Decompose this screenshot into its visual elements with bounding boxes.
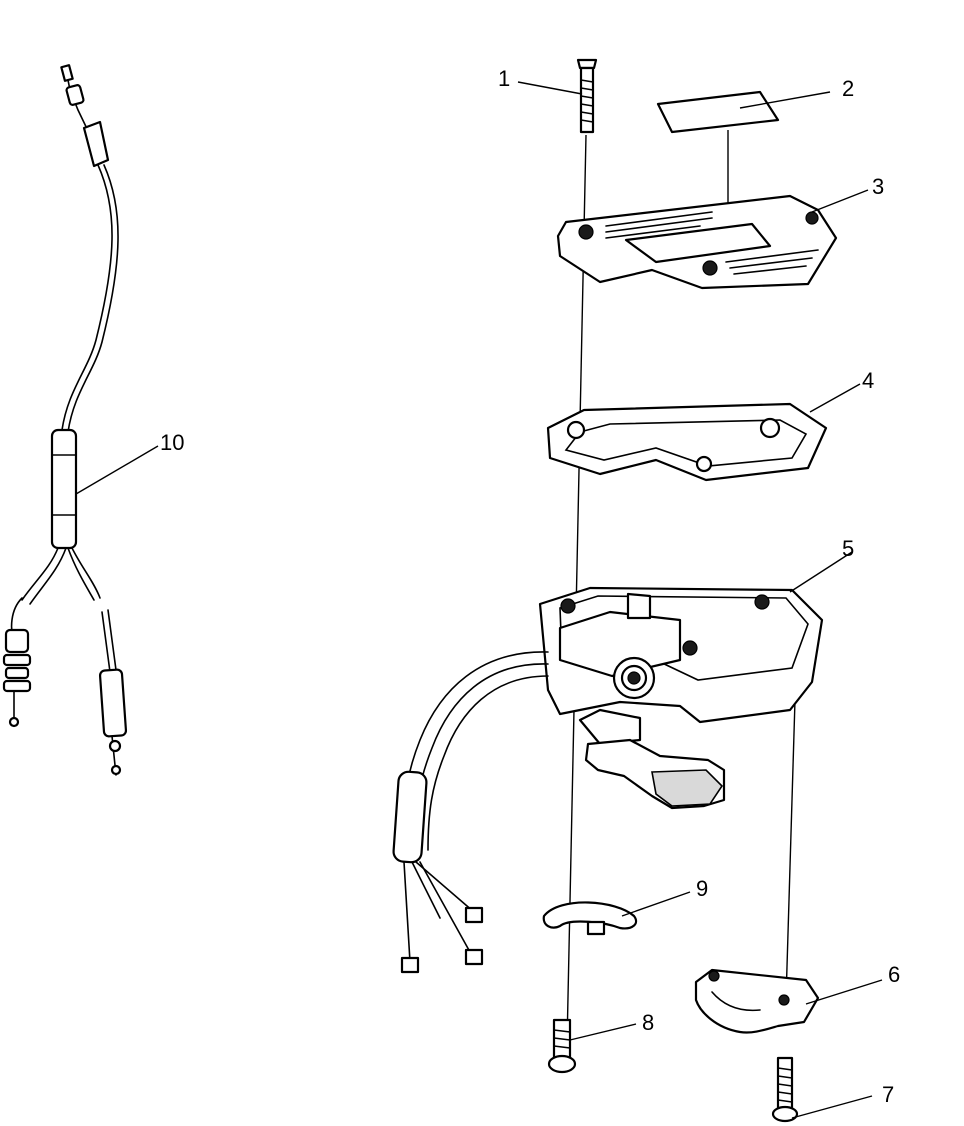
callout-3: 3 — [872, 174, 884, 199]
callout-6: 6 — [888, 962, 900, 987]
alignment-lines — [566, 130, 796, 1046]
part-4-gasket — [546, 402, 828, 482]
part-10-cable-assembly — [2, 64, 128, 776]
part-7-screw — [771, 1056, 799, 1123]
part-2-decal — [656, 90, 780, 134]
part-9-clip — [542, 901, 638, 936]
part-5-throttle-housing — [392, 586, 824, 974]
callout-4: 4 — [862, 368, 874, 393]
part-1-screw — [576, 58, 598, 134]
callouts: 1 2 3 4 5 6 7 8 9 10 — [160, 66, 900, 1107]
callout-5: 5 — [842, 536, 854, 561]
callout-1: 1 — [498, 66, 510, 91]
part-3-cover-plate — [556, 194, 838, 290]
callout-10: 10 — [160, 430, 184, 455]
part-8-screw — [547, 1018, 577, 1074]
callout-8: 8 — [642, 1010, 654, 1035]
callout-9: 9 — [696, 876, 708, 901]
part-6-clamp — [694, 968, 820, 1034]
leader-lines — [75, 81, 883, 1119]
callout-2: 2 — [842, 76, 854, 101]
callout-7: 7 — [882, 1082, 894, 1107]
